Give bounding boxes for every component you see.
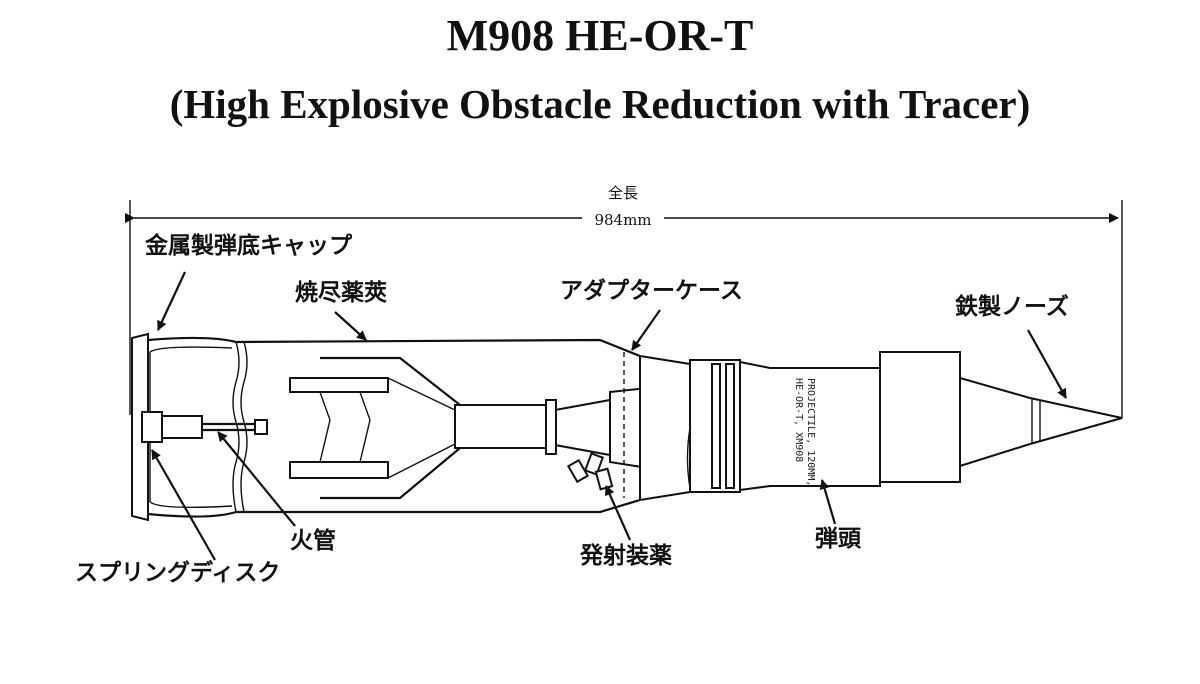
tail-fins: [289, 356, 461, 500]
projectile-stamp-line1: PROJECTILE, 120MM,: [805, 378, 816, 486]
label-primer: 火管: [290, 527, 336, 554]
label-base-cap: 金属製弾底キャップ: [144, 232, 353, 259]
label-warhead: 弾頭: [815, 525, 862, 552]
label-spring-disc: スプリングディスク: [75, 559, 280, 586]
label-combustible-case: 焼尽薬莢: [295, 279, 387, 306]
length-label: 全長: [608, 184, 638, 202]
projectile-stamp-line2: HE-OR-T, XM908: [793, 378, 804, 462]
base-cap: [131, 332, 237, 522]
warhead: PROJECTILE, 120MM, HE-OR-T, XM908: [689, 359, 881, 493]
propellant-grains: [566, 452, 614, 491]
label-propellant: 発射装薬: [579, 542, 672, 569]
diagram-subtitle: (High Explosive Obstacle Reduction with …: [169, 81, 1031, 127]
length-value: 984mm: [594, 211, 651, 229]
primer: [141, 411, 268, 443]
label-steel-nose: 鉄製ノーズ: [955, 293, 1069, 320]
overall-length-dimension: 全長 984mm: [125, 184, 1123, 418]
steel-nose: [879, 351, 1123, 483]
diagram-title: M908 HE-OR-T: [446, 11, 754, 60]
combustible-case: [232, 338, 641, 514]
boom: [454, 386, 649, 470]
label-adapter-case: アダプターケース: [560, 277, 743, 304]
